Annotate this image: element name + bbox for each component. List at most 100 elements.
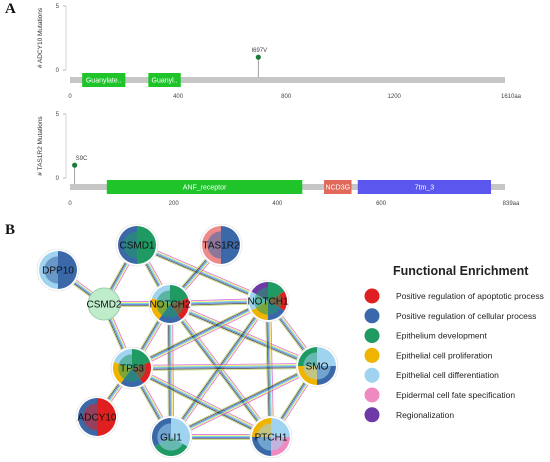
edge-csmd1-notch1	[137, 242, 270, 299]
node-slice	[151, 298, 170, 320]
edge-tp53-ptch1	[132, 367, 272, 437]
edge-notch1-smo	[266, 301, 317, 368]
edge-smo-ptch1	[271, 366, 318, 438]
edge-notch1-tp53	[130, 298, 267, 366]
edge-tas1r2-notch2	[168, 243, 221, 304]
legend-label: Positive regulation of apoptotic process	[396, 291, 544, 301]
node-slice	[152, 418, 171, 447]
edge-notch1-ptch1	[266, 301, 270, 438]
lollipop-plots: 50# ADCY10 MutationsGuanylate..Guanyl..I…	[37, 4, 522, 207]
edge-csmd2-tp53	[106, 302, 135, 368]
mutation-dot	[72, 162, 78, 168]
node-slice	[97, 398, 116, 436]
legend-label: Epidermal cell fate specification	[396, 390, 515, 400]
edge-tas1r2-notch2	[169, 244, 221, 304]
edge-notch2-ptch1	[167, 305, 270, 439]
mutation-label: I697V	[251, 48, 267, 54]
edge-tp53-gli1	[131, 368, 171, 438]
edge-csmd2-tp53	[102, 304, 131, 369]
x-tick-label: 839aa	[503, 201, 520, 207]
node-label: GLI1	[160, 433, 182, 444]
domain-ncd3g	[324, 180, 352, 194]
node-slice	[317, 347, 336, 366]
node-core	[83, 403, 111, 431]
edge-csmd1-notch1	[135, 247, 268, 304]
edge-csmd1-notch2	[137, 244, 171, 304]
edge-notch1-ptch1	[265, 301, 269, 438]
edge-smo-ptch1	[269, 364, 316, 437]
node-core	[303, 352, 331, 380]
edge-notch1-gli1	[172, 302, 271, 439]
node-slice	[132, 349, 151, 368]
edge-notch2-tp53	[133, 304, 172, 369]
node-slice	[154, 437, 188, 456]
domain-guanylate-	[82, 73, 126, 87]
edge-csmd1-csmd2	[104, 245, 138, 305]
domain-label: ANF_receptor	[183, 185, 227, 192]
node-slice	[171, 418, 191, 447]
node-slice	[170, 285, 189, 304]
edge-smo-ptch1	[270, 365, 317, 437]
node-slice	[317, 366, 336, 385]
edge-notch1-ptch1	[268, 300, 272, 437]
edge-tp53-ptch1	[131, 368, 271, 438]
node-slice	[251, 301, 268, 320]
edge-csmd1-csmd2	[102, 244, 136, 304]
edge-csmd1-notch2	[138, 243, 173, 303]
edge-tp53-gli1	[129, 369, 170, 439]
node-core	[118, 354, 146, 382]
node-slice	[298, 347, 317, 366]
panel-b-letter: B	[5, 222, 16, 238]
domain-guanyl-	[148, 73, 181, 87]
edge-notch2-notch1	[169, 299, 268, 303]
edge-tp53-adcy10	[95, 366, 132, 417]
edge-tas1r2-notch2	[170, 245, 222, 305]
y-tick-label: 5	[56, 112, 60, 118]
edge-notch1-ptch1	[267, 301, 271, 438]
edge-dpp10-csmd2	[58, 269, 105, 304]
edge-tp53-gli1	[133, 366, 174, 436]
edge-smo-ptch1	[272, 367, 320, 439]
protein-backbone	[70, 77, 505, 83]
node-label: DPP10	[42, 266, 74, 277]
node-halo	[36, 248, 80, 292]
edge-notch1-smo	[269, 299, 320, 365]
edge-tp53-adcy10	[96, 367, 132, 417]
edge-notch2-notch1	[169, 298, 268, 302]
node-core	[157, 423, 185, 451]
edge-csmd2-tp53	[105, 303, 134, 368]
node-core	[123, 231, 151, 259]
edge-csmd1-notch1	[136, 245, 268, 302]
edge-notch2-notch1	[170, 303, 269, 307]
legend-swatch	[364, 308, 380, 324]
node-dpp10: DPP10	[36, 248, 80, 292]
node-smo: SMO	[295, 344, 339, 388]
node-gli1: GLI1	[149, 415, 193, 459]
node-core	[254, 287, 282, 315]
edge-tp53-gli1	[133, 367, 173, 437]
node-label: NOTCH2	[149, 300, 191, 311]
edge-notch1-gli1	[171, 301, 270, 439]
y-axis-title: # ADCY10 Mutations	[37, 7, 44, 68]
edge-notch2-ptch1	[168, 304, 271, 439]
node-slice	[202, 226, 221, 264]
edge-csmd1-notch2	[136, 245, 170, 305]
edge-smo-gli1	[171, 366, 318, 438]
node-slice	[268, 301, 285, 320]
node-slice	[252, 418, 271, 437]
x-tick-label: 0	[68, 201, 72, 207]
edge-csmd1-notch1	[137, 244, 269, 301]
panel-a-letter: A	[5, 1, 16, 17]
edge-notch2-tp53	[132, 304, 171, 369]
legend-title: Functional Enrichment	[393, 264, 529, 278]
network-edges	[56, 242, 320, 440]
edge-smo-gli1	[170, 364, 317, 436]
node-slice	[120, 368, 144, 388]
edge-tas1r2-notch2	[171, 246, 224, 306]
edge-notch2-smo	[168, 306, 317, 369]
mutation-dot	[255, 54, 261, 60]
edge-smo-ptch1	[268, 364, 316, 436]
edge-notch2-ptch1	[170, 303, 272, 437]
